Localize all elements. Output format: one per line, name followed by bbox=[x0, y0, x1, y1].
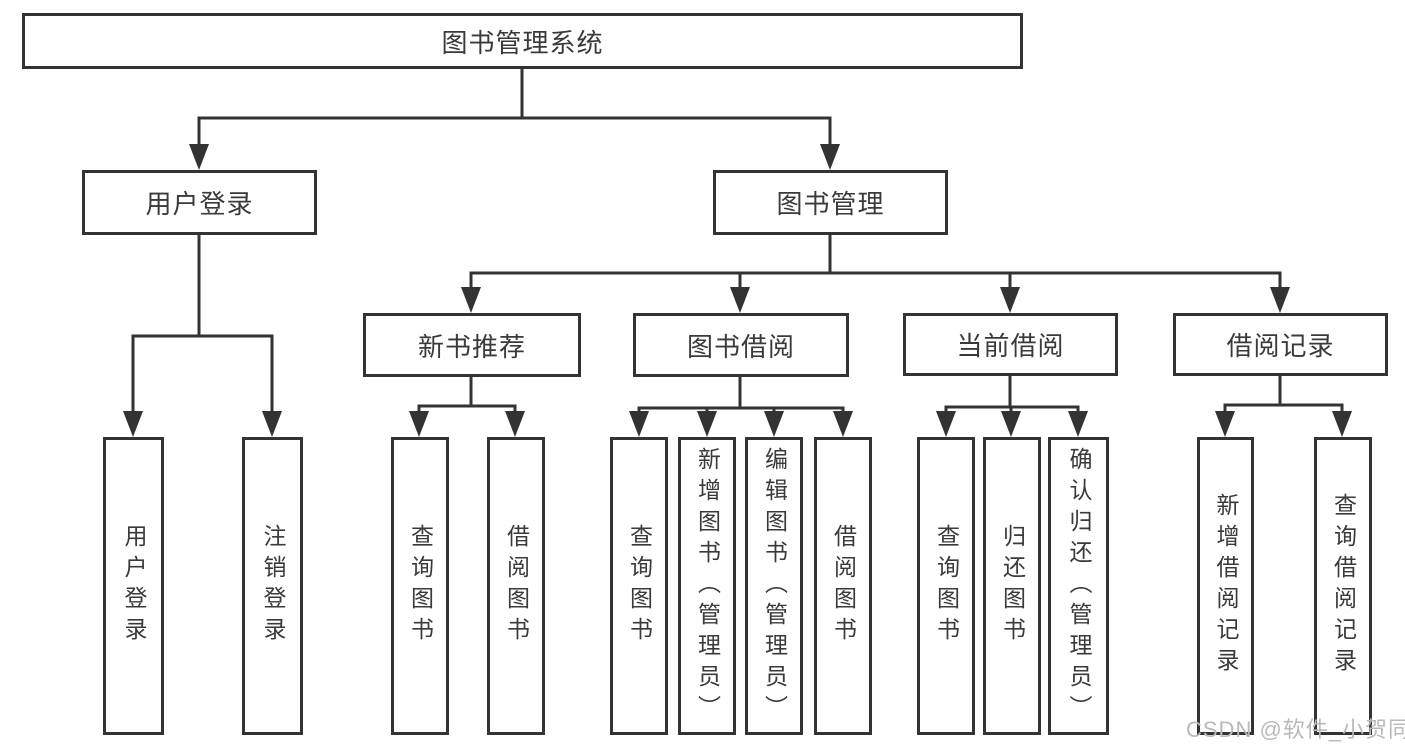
csdn-watermark: CSDN @软件_小贺同学 bbox=[1186, 717, 1405, 742]
leaf-borrow-edit-books-admin-label: 编辑图书（管理员） bbox=[761, 446, 788, 726]
leaf-recommend-query-books-label: 查询图书 bbox=[407, 524, 434, 648]
leaf-records-query-borrow-record: 查询借阅记录 bbox=[1314, 437, 1372, 735]
leaf-current-query-books-label: 查询图书 bbox=[933, 524, 960, 648]
leaf-borrow-borrow-books: 借阅图书 bbox=[814, 437, 872, 735]
leaf-current-return-books-label: 归还图书 bbox=[999, 524, 1026, 648]
node-borrow-records: 借阅记录 bbox=[1173, 313, 1388, 376]
leaf-recommend-query-books: 查询图书 bbox=[391, 437, 449, 735]
node-book-borrow-label: 图书借阅 bbox=[686, 331, 795, 362]
leaf-recommend-borrow-books-label: 借阅图书 bbox=[503, 524, 530, 648]
node-user-login: 用户登录 bbox=[82, 170, 317, 235]
leaf-current-query-books: 查询图书 bbox=[917, 437, 975, 735]
node-book-management: 图书管理 bbox=[713, 170, 948, 235]
leaf-borrow-query-books-label: 查询图书 bbox=[626, 524, 653, 648]
leaf-user-login-label: 用户登录 bbox=[121, 524, 147, 648]
leaf-logout-login: 注销登录 bbox=[242, 437, 303, 735]
leaf-logout-login-label: 注销登录 bbox=[260, 524, 286, 648]
node-user-login-label: 用户登录 bbox=[145, 189, 254, 219]
node-book-management-label: 图书管理 bbox=[776, 189, 885, 219]
node-book-borrow: 图书借阅 bbox=[633, 313, 849, 377]
leaf-records-add-borrow-record-label: 新增借阅记录 bbox=[1213, 493, 1239, 679]
leaf-borrow-edit-books-admin: 编辑图书（管理员） bbox=[745, 437, 803, 735]
leaf-current-return-books: 归还图书 bbox=[983, 437, 1041, 735]
node-root: 图书管理系统 bbox=[22, 13, 1023, 69]
node-new-book-recommend: 新书推荐 bbox=[363, 313, 581, 377]
leaf-borrow-borrow-books-label: 借阅图书 bbox=[830, 524, 857, 648]
leaf-recommend-borrow-books: 借阅图书 bbox=[487, 437, 545, 735]
node-borrow-records-label: 借阅记录 bbox=[1226, 331, 1335, 361]
node-new-book-recommend-label: 新书推荐 bbox=[417, 331, 526, 362]
leaf-borrow-add-books-admin-label: 新增图书（管理员） bbox=[694, 446, 721, 726]
leaf-user-login: 用户登录 bbox=[103, 437, 164, 735]
leaf-current-confirm-return-admin: 确认归还（管理员） bbox=[1048, 437, 1109, 735]
leaf-current-confirm-return-admin-label: 确认归还（管理员） bbox=[1066, 446, 1092, 726]
node-current-borrow: 当前借阅 bbox=[903, 313, 1118, 376]
node-current-borrow-label: 当前借阅 bbox=[956, 331, 1065, 361]
leaf-records-query-borrow-record-label: 查询借阅记录 bbox=[1330, 493, 1357, 679]
leaf-borrow-add-books-admin: 新增图书（管理员） bbox=[678, 437, 736, 735]
node-root-label: 图书管理系统 bbox=[441, 27, 604, 58]
leaf-records-add-borrow-record: 新增借阅记录 bbox=[1197, 437, 1254, 735]
leaf-borrow-query-books: 查询图书 bbox=[610, 437, 668, 735]
